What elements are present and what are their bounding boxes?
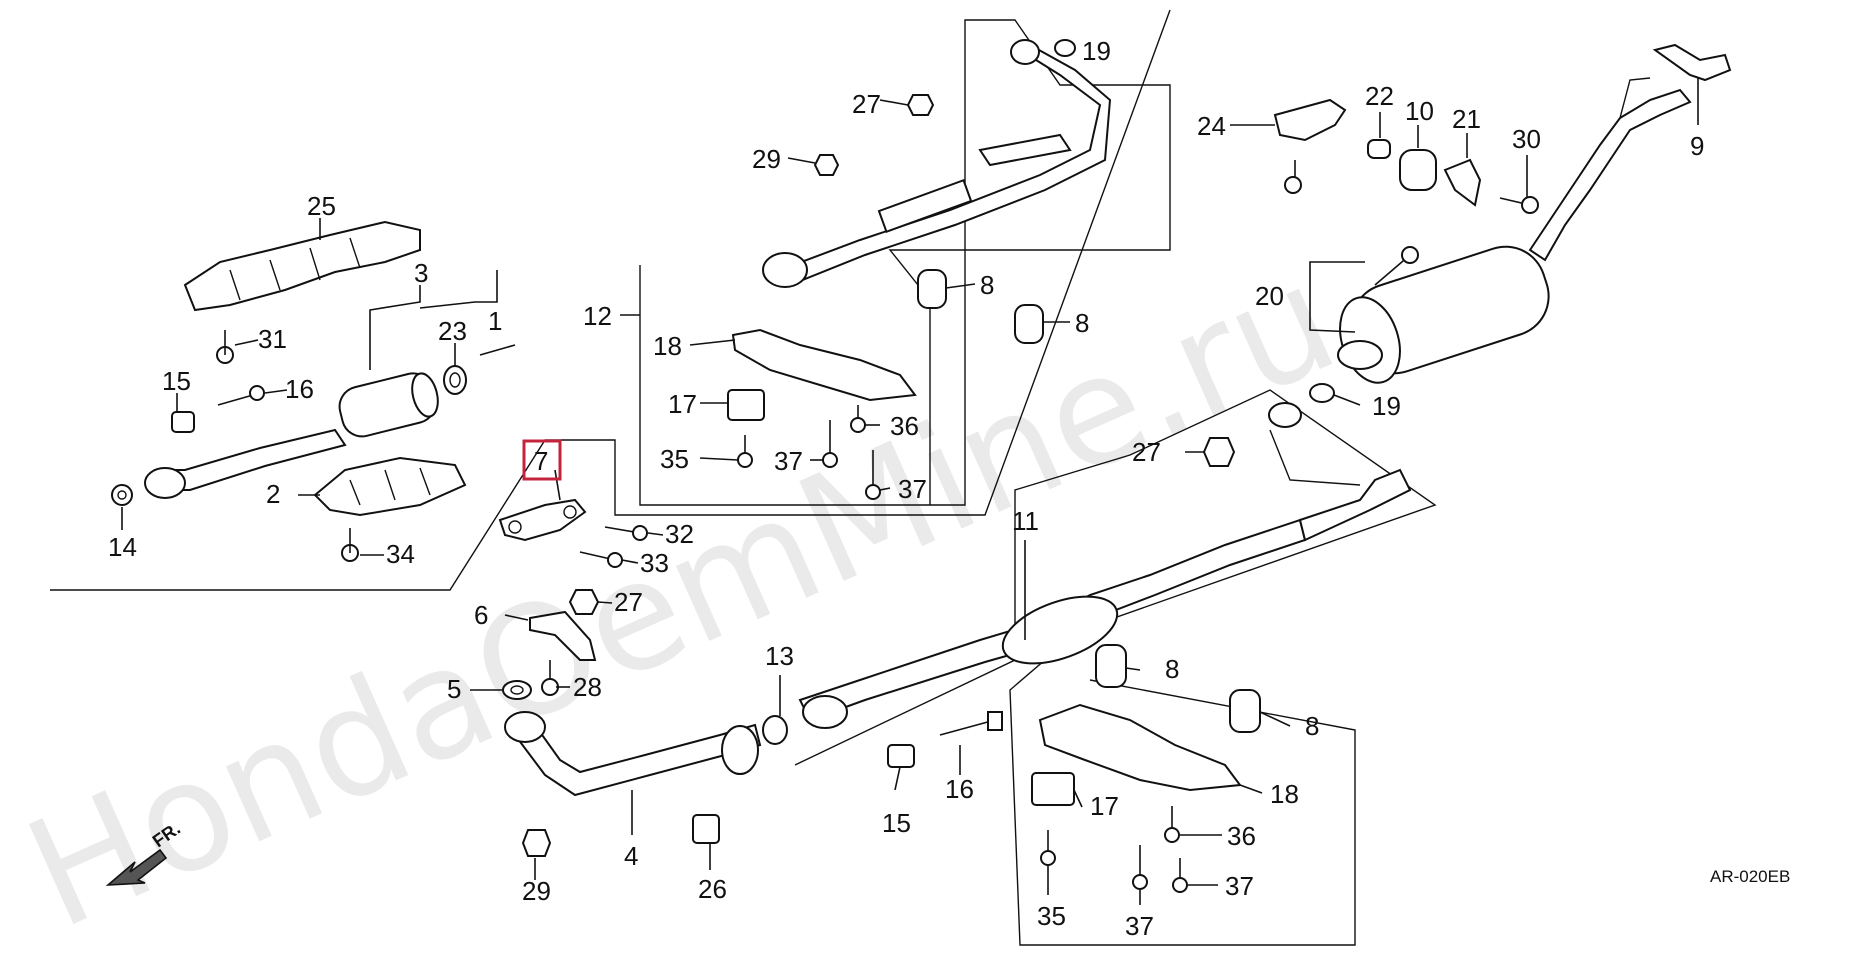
resonator-upper bbox=[877, 178, 973, 234]
gasket bbox=[443, 365, 467, 395]
bracket-part-9 bbox=[1652, 43, 1732, 82]
gasket bbox=[1054, 39, 1076, 57]
group-outline-rear bbox=[794, 389, 1437, 946]
bolt bbox=[939, 719, 996, 736]
nut bbox=[568, 589, 600, 615]
callout-37-upper-a[interactable]: 37 bbox=[774, 446, 803, 476]
callout-3[interactable]: 3 bbox=[414, 258, 428, 288]
callout-12[interactable]: 12 bbox=[583, 301, 612, 331]
washer bbox=[111, 484, 133, 506]
callout-labels: 25 3 1 23 31 15 16 2 14 34 7 32 33 27 6 … bbox=[108, 36, 1704, 941]
callout-37-rear-b[interactable]: 37 bbox=[1225, 871, 1254, 901]
callout-29-upper[interactable]: 29 bbox=[752, 144, 781, 174]
spring bbox=[887, 744, 915, 768]
callout-5[interactable]: 5 bbox=[447, 674, 461, 704]
rubber-mount-10 bbox=[1399, 149, 1437, 191]
ring bbox=[762, 715, 788, 745]
heat-shield-upper bbox=[183, 220, 421, 312]
callout-30[interactable]: 30 bbox=[1512, 124, 1541, 154]
front-arrow-icon bbox=[105, 848, 168, 886]
callout-32[interactable]: 32 bbox=[665, 519, 694, 549]
collar bbox=[1367, 139, 1391, 159]
nut bbox=[906, 94, 935, 116]
callout-7[interactable]: 7 bbox=[534, 446, 548, 476]
callout-31[interactable]: 31 bbox=[258, 324, 287, 354]
callout-8-upper-a[interactable]: 8 bbox=[980, 270, 994, 300]
callout-16-rear[interactable]: 16 bbox=[945, 774, 974, 804]
callout-34[interactable]: 34 bbox=[386, 539, 415, 569]
rubber-hanger bbox=[1095, 644, 1127, 688]
bracket-part-17 bbox=[1031, 772, 1075, 806]
highlight-box bbox=[522, 439, 562, 481]
callout-19-rear[interactable]: 19 bbox=[1372, 391, 1401, 421]
callout-27-upper[interactable]: 27 bbox=[852, 89, 881, 119]
gasket bbox=[1309, 383, 1335, 403]
bracket-part-24 bbox=[1273, 98, 1347, 142]
callout-25[interactable]: 25 bbox=[307, 191, 336, 221]
nut bbox=[692, 814, 720, 844]
tailpipe bbox=[1528, 88, 1692, 262]
bracket-part-21 bbox=[1443, 158, 1482, 207]
callout-27[interactable]: 27 bbox=[614, 587, 643, 617]
callout-8-upper-b[interactable]: 8 bbox=[1075, 308, 1089, 338]
callout-13[interactable]: 13 bbox=[765, 641, 794, 671]
callout-33[interactable]: 33 bbox=[640, 548, 669, 578]
callout-37-rear-a[interactable]: 37 bbox=[1125, 911, 1154, 941]
group-outline-upper bbox=[639, 19, 1171, 506]
callout-18-rear[interactable]: 18 bbox=[1270, 779, 1299, 809]
callout-28[interactable]: 28 bbox=[573, 672, 602, 702]
exhaust-pipe-b bbox=[513, 723, 762, 797]
bracket-part-6 bbox=[529, 610, 597, 661]
callout-35-upper[interactable]: 35 bbox=[660, 444, 689, 474]
callout-37-upper-b[interactable]: 37 bbox=[898, 474, 927, 504]
stud-bolt bbox=[479, 344, 516, 356]
group-outline-front bbox=[50, 9, 1171, 591]
callout-26[interactable]: 26 bbox=[698, 874, 727, 904]
leader-lines bbox=[121, 78, 1699, 905]
callout-19-upper[interactable]: 19 bbox=[1082, 36, 1111, 66]
callout-6[interactable]: 6 bbox=[474, 600, 488, 630]
callout-17-rear[interactable]: 17 bbox=[1090, 791, 1119, 821]
callout-22[interactable]: 22 bbox=[1365, 81, 1394, 111]
callout-24[interactable]: 24 bbox=[1197, 111, 1226, 141]
callout-15-rear[interactable]: 15 bbox=[882, 808, 911, 838]
callout-20[interactable]: 20 bbox=[1255, 281, 1284, 311]
bracket-part-18-upper bbox=[731, 328, 917, 402]
callout-29[interactable]: 29 bbox=[522, 876, 551, 906]
rubber-hanger bbox=[917, 269, 947, 309]
nut bbox=[1202, 437, 1236, 467]
callout-8-rear-b[interactable]: 8 bbox=[1305, 711, 1319, 741]
callout-18-upper[interactable]: 18 bbox=[653, 331, 682, 361]
callout-35-rear[interactable]: 35 bbox=[1037, 901, 1066, 931]
spring bbox=[171, 411, 195, 433]
callout-14[interactable]: 14 bbox=[108, 532, 137, 562]
diagram-code: AR-020EB bbox=[1710, 867, 1790, 886]
rubber-hanger bbox=[1014, 304, 1044, 344]
callout-16[interactable]: 16 bbox=[285, 374, 314, 404]
bracket-part-17-upper bbox=[727, 389, 765, 421]
callout-27-rear[interactable]: 27 bbox=[1132, 437, 1161, 467]
nut bbox=[521, 829, 552, 857]
callout-15[interactable]: 15 bbox=[162, 366, 191, 396]
callout-10[interactable]: 10 bbox=[1405, 96, 1434, 126]
callout-9[interactable]: 9 bbox=[1690, 131, 1704, 161]
callout-36-upper[interactable]: 36 bbox=[890, 411, 919, 441]
callout-2[interactable]: 2 bbox=[266, 479, 280, 509]
nut bbox=[813, 154, 840, 176]
callout-36-rear[interactable]: 36 bbox=[1227, 821, 1256, 851]
bolt-head bbox=[541, 678, 559, 696]
resonator bbox=[1001, 595, 1119, 665]
callout-4[interactable]: 4 bbox=[624, 841, 638, 871]
callout-21[interactable]: 21 bbox=[1452, 104, 1481, 134]
rubber-hanger bbox=[1229, 689, 1261, 733]
callout-1[interactable]: 1 bbox=[488, 306, 502, 336]
callout-11[interactable]: 11 bbox=[1012, 506, 1039, 536]
callout-23[interactable]: 23 bbox=[438, 316, 467, 346]
callout-8-rear-a[interactable]: 8 bbox=[1165, 654, 1179, 684]
gasket bbox=[502, 680, 532, 700]
callout-17-upper[interactable]: 17 bbox=[668, 389, 697, 419]
